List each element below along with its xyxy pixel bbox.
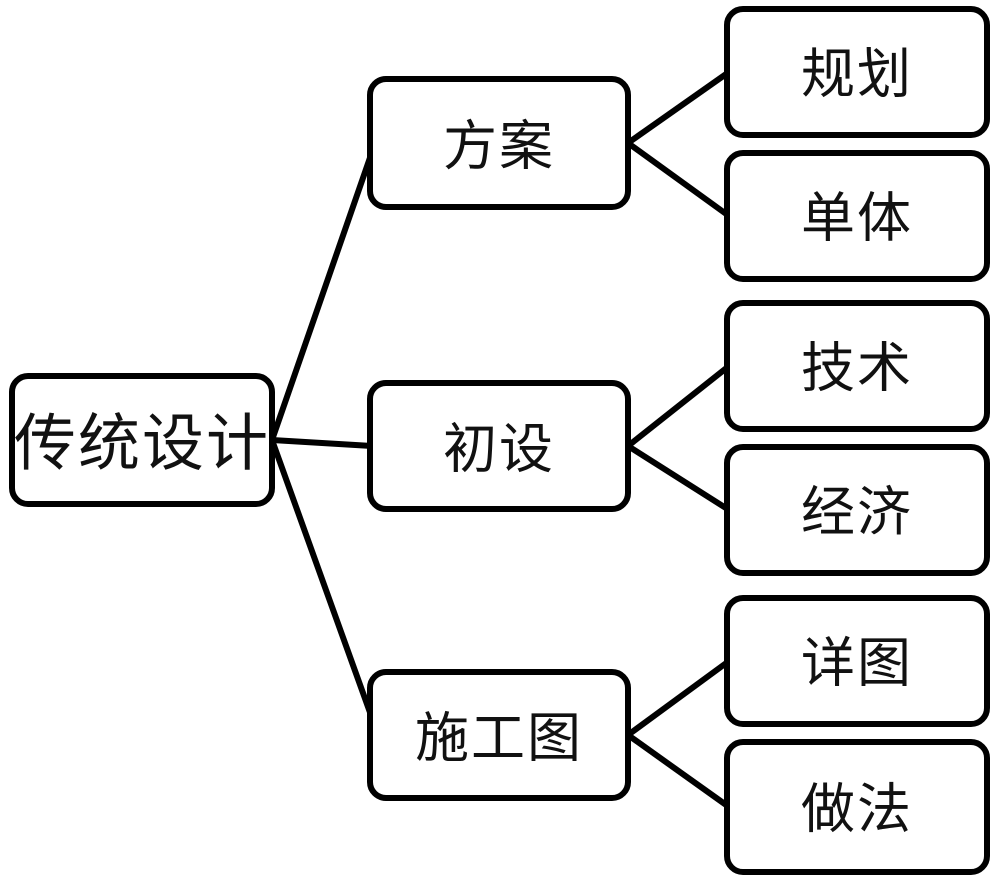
node-leaf-zuofa-label: 做法 (801, 778, 913, 841)
node-leaf-xiangtu-box[interactable] (724, 595, 990, 727)
node-branch-shigongtu[interactable]: 施工图 (367, 669, 631, 801)
node-leaf-guihua[interactable]: 规划 (724, 6, 990, 138)
node-leaf-zuofa[interactable]: 做法 (724, 739, 990, 875)
node-leaf-jingji[interactable]: 经济 (724, 444, 990, 576)
node-branch-chushe-label: 初设 (443, 418, 555, 481)
node-leaf-danti-label: 单体 (801, 187, 913, 250)
node-branch-shigongtu-label: 施工图 (415, 707, 583, 770)
node-leaf-jishu-label: 技术 (801, 337, 913, 400)
node-branch-fangan-box[interactable] (367, 76, 631, 210)
node-leaf-jishu[interactable]: 技术 (724, 300, 990, 432)
edge-root-to-fangan (269, 151, 375, 441)
node-leaf-xiangtu-label: 详图 (801, 632, 913, 695)
node-root-box[interactable] (9, 373, 275, 507)
node-root[interactable]: 传统设计 (9, 373, 275, 507)
node-branch-fangan-label: 方案 (443, 115, 555, 178)
node-leaf-guihua-label: 规划 (801, 43, 913, 106)
node-leaf-jingji-label: 经济 (801, 481, 913, 544)
edge-root-to-shigongtu (269, 438, 375, 720)
edge-shigongtu-to-zuofa (626, 732, 731, 810)
node-leaf-jishu-box[interactable] (724, 300, 990, 432)
node-branch-shigongtu-box[interactable] (367, 669, 631, 801)
node-leaf-xiangtu[interactable]: 详图 (724, 595, 990, 727)
node-leaf-jingji-box[interactable] (724, 444, 990, 576)
node-root-label: 传统设计 (14, 407, 270, 480)
node-branch-chushe[interactable]: 初设 (367, 380, 631, 512)
edge-root-to-chushe (271, 437, 373, 449)
edge-shigongtu-to-xiangtu (626, 658, 731, 738)
node-branch-fangan[interactable]: 方案 (367, 76, 631, 210)
node-branch-chushe-box[interactable] (367, 380, 631, 512)
node-leaf-guihua-box[interactable] (724, 6, 990, 138)
node-leaf-zuofa-box[interactable] (724, 739, 990, 875)
node-leaf-danti[interactable]: 单体 (724, 150, 990, 282)
node-leaf-danti-box[interactable] (724, 150, 990, 282)
edge-chushe-to-jingji (626, 443, 731, 513)
edge-fangan-to-danti (626, 140, 731, 219)
edge-fangan-to-guihua (626, 69, 731, 146)
edge-layer (269, 69, 731, 810)
edge-chushe-to-jishu (626, 363, 731, 449)
